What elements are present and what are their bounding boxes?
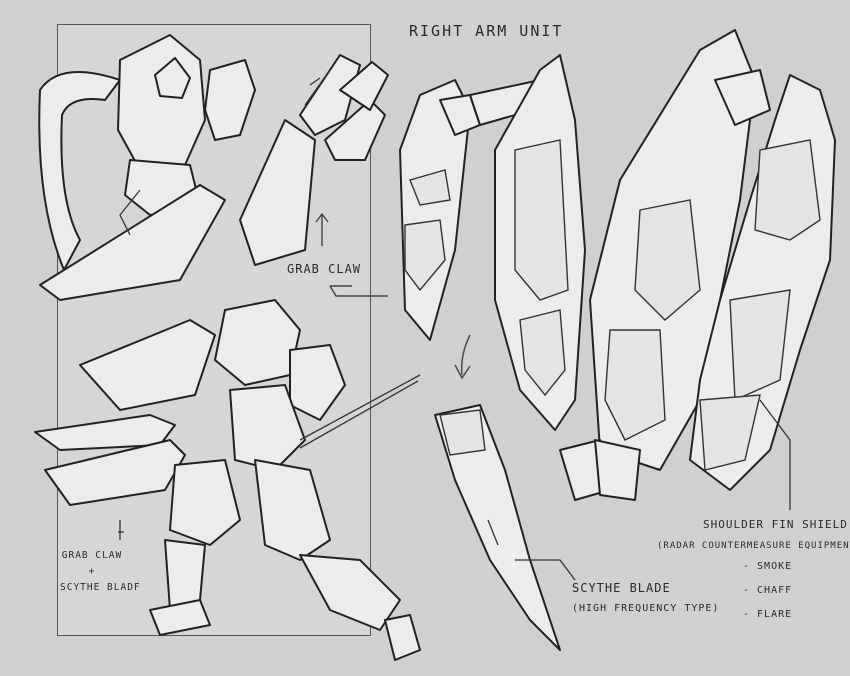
combo-label-line3: SCYTHE BLADF xyxy=(60,582,141,593)
sheet-title: RIGHT ARM UNIT xyxy=(409,22,564,40)
combo-label: GRAB CLAW + SCYTHE BLADF xyxy=(60,548,141,596)
combo-label-line2: + xyxy=(88,566,96,577)
mecha-upper-figure xyxy=(38,34,389,301)
equipment-flare: - FLARE xyxy=(743,609,793,620)
shoulder-fin-shield xyxy=(689,74,836,510)
scythe-blade xyxy=(434,404,576,651)
shoulder-fin-label: SHOULDER FIN SHIELD xyxy=(703,518,848,531)
combo-label-line1: GRAB CLAW xyxy=(61,550,123,561)
scythe-blade-label: SCYTHE BLADE xyxy=(572,581,671,595)
scythe-blade-type: (HIGH FREQUENCY TYPE) xyxy=(572,603,720,614)
shoulder-fin-sublabel: (RADAR COUNTERMEASURE EQUIPMENT) xyxy=(657,541,850,551)
grab-claw-detail xyxy=(399,79,551,380)
equipment-smoke: - SMOKE xyxy=(743,561,793,572)
arm-unit xyxy=(494,29,771,501)
grab-claw-label: GRAB CLAW xyxy=(287,262,362,276)
equipment-chaff: - CHAFF xyxy=(743,585,793,596)
mecha-lower-figure xyxy=(34,299,421,661)
